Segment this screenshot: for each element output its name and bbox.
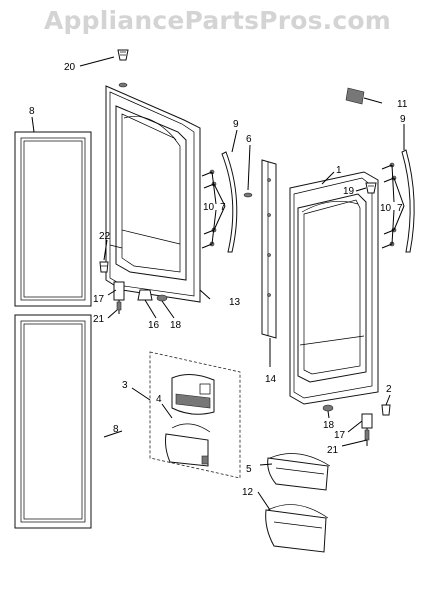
leader-lines [31, 56, 405, 511]
left-lower-hardware [99, 261, 168, 314]
callout-8-upper: 8 [29, 106, 35, 117]
callout-17-right: 17 [334, 430, 346, 441]
callout-10-right: 10 [380, 203, 392, 214]
left-door [105, 85, 201, 303]
callout-9-left: 9 [233, 119, 239, 130]
callout-20: 20 [64, 62, 76, 73]
part-11-label [345, 87, 365, 105]
callout-13: 13 [229, 297, 241, 308]
dispenser-assembly [149, 351, 241, 479]
callout-16: 16 [148, 320, 160, 331]
watermark-text: AppliancePartsPros.com [43, 6, 392, 35]
callout-4: 4 [156, 394, 162, 405]
callout-17-left: 17 [93, 294, 105, 305]
callout-7-right: 7 [397, 203, 403, 214]
right-handle [381, 149, 415, 253]
door-bin-12 [265, 504, 329, 553]
part-19-plug [365, 182, 377, 194]
callout-21-left: 21 [93, 314, 105, 325]
callout-14: 14 [265, 374, 277, 385]
callout-19: 19 [343, 186, 355, 197]
hinge-trim-bar [261, 159, 277, 339]
door-bin-5 [267, 453, 331, 491]
callout-2: 2 [386, 384, 392, 395]
part-20-plug [117, 49, 129, 88]
callout-labels: 20 8 9 6 10 7 22 17 21 16 18 13 14 1 19 … [29, 62, 408, 498]
gasket-upper [14, 131, 92, 307]
callout-18-left: 18 [170, 320, 182, 331]
right-lower-hardware [322, 404, 391, 446]
callout-12: 12 [242, 487, 254, 498]
callout-10-left: 10 [203, 202, 215, 213]
callout-7-left: 7 [220, 202, 226, 213]
callout-3: 3 [122, 380, 128, 391]
callout-21-right: 21 [327, 445, 339, 456]
callout-1: 1 [336, 165, 342, 176]
callout-11: 11 [397, 99, 408, 110]
callout-8-lower: 8 [113, 424, 119, 435]
callout-5: 5 [246, 464, 252, 475]
callout-6: 6 [246, 134, 252, 145]
callout-18-right: 18 [323, 420, 335, 431]
callout-22: 22 [99, 231, 111, 242]
right-door [289, 171, 379, 405]
callout-9-right: 9 [400, 114, 406, 125]
gasket-lower [14, 314, 92, 529]
